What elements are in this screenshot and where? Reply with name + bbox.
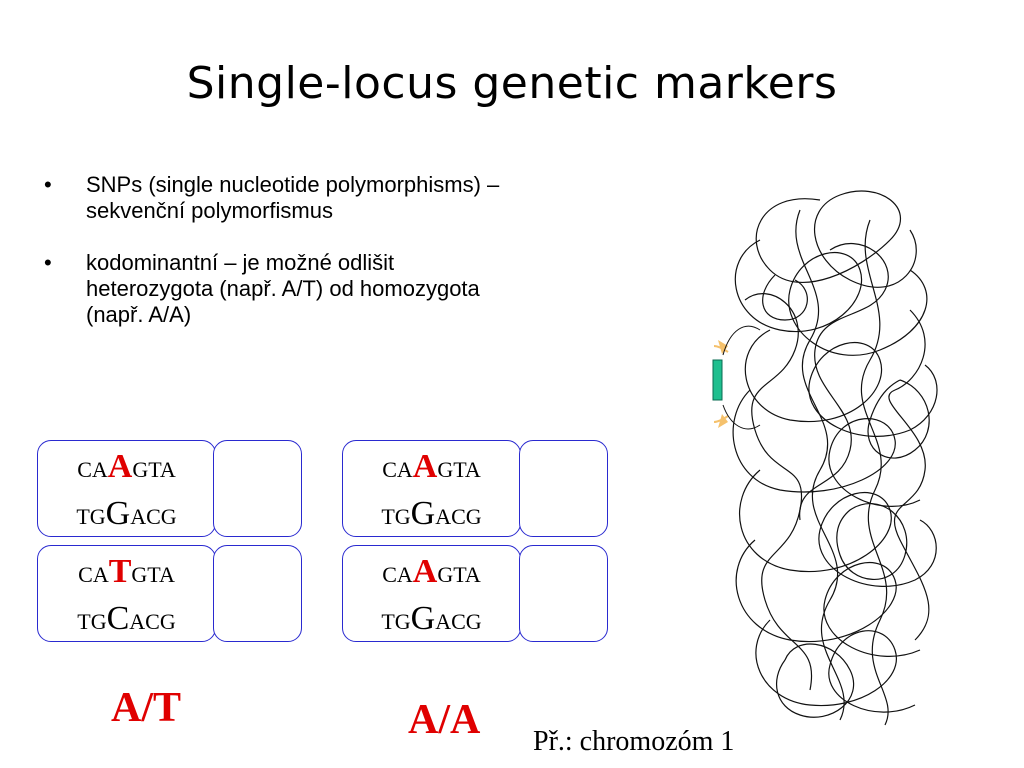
bullet-dot: •	[44, 172, 52, 197]
top-strand: CATGTA	[78, 553, 175, 590]
sequence-box-ind1-allele1: CAAGTA TGGACG	[37, 440, 216, 537]
bottom-strand: TGGACG	[381, 495, 482, 532]
bullet-snp-line2: sekvenční polymorfismus	[86, 198, 333, 223]
bullet-snp: • SNPs (single nucleotide polymorphisms)…	[44, 172, 644, 224]
sequence-box-ind1-allele2: CATGTA TGCACG	[37, 545, 216, 642]
figure-caption: Př.: chromozóm 1	[533, 726, 735, 757]
chromosome-illustration	[712, 190, 938, 726]
top-strand: CAAGTA	[382, 553, 481, 590]
bullet-codominant-line3: (např. A/A)	[86, 302, 192, 327]
connector-curve	[722, 325, 761, 356]
bullet-list: • SNPs (single nucleotide polymorphisms)…	[44, 172, 644, 354]
bullet-codominant: • kodominantní – je možné odlišit hetero…	[44, 250, 644, 328]
genotype-label-homozygote: A/A	[408, 697, 481, 743]
sequence-box-ind2-allele2: CAAGTA TGGACG	[342, 545, 521, 642]
genotype-label-heterozygote: A/T	[111, 685, 182, 731]
marker-locus	[712, 359, 723, 401]
connector-curve	[722, 404, 761, 430]
bottom-strand: TGCACG	[77, 600, 176, 637]
snp-base: A	[412, 553, 438, 590]
bottom-strand: TGGACG	[381, 600, 482, 637]
empty-box-ind2-allele2	[519, 545, 608, 642]
bullet-codominant-line1: kodominantní – je možné odlišit	[86, 250, 395, 275]
bottom-strand: TGGACG	[76, 495, 177, 532]
snp-base-complement: G	[410, 495, 436, 532]
snp-base: A	[107, 448, 133, 485]
empty-box-ind1-allele1	[213, 440, 302, 537]
top-strand: CAAGTA	[77, 448, 176, 485]
snp-base-complement: C	[106, 600, 130, 637]
snp-base-complement: G	[410, 600, 436, 637]
bullet-snp-line1: SNPs (single nucleotide polymorphisms) –	[86, 172, 500, 197]
empty-box-ind1-allele2	[213, 545, 302, 642]
arrowhead-lower	[718, 414, 728, 428]
snp-base-complement: G	[105, 495, 131, 532]
top-strand: CAAGTA	[382, 448, 481, 485]
snp-base: A	[412, 448, 438, 485]
empty-box-ind2-allele1	[519, 440, 608, 537]
snp-base: T	[108, 553, 132, 590]
bullet-dot: •	[44, 250, 52, 275]
chromatin-loops	[732, 190, 938, 726]
arrowhead-upper	[718, 340, 728, 354]
slide-title: Single-locus genetic markers	[186, 58, 838, 109]
bullet-codominant-line2: heterozygota (např. A/T) od homozygota	[86, 276, 480, 301]
sequence-box-ind2-allele1: CAAGTA TGGACG	[342, 440, 521, 537]
